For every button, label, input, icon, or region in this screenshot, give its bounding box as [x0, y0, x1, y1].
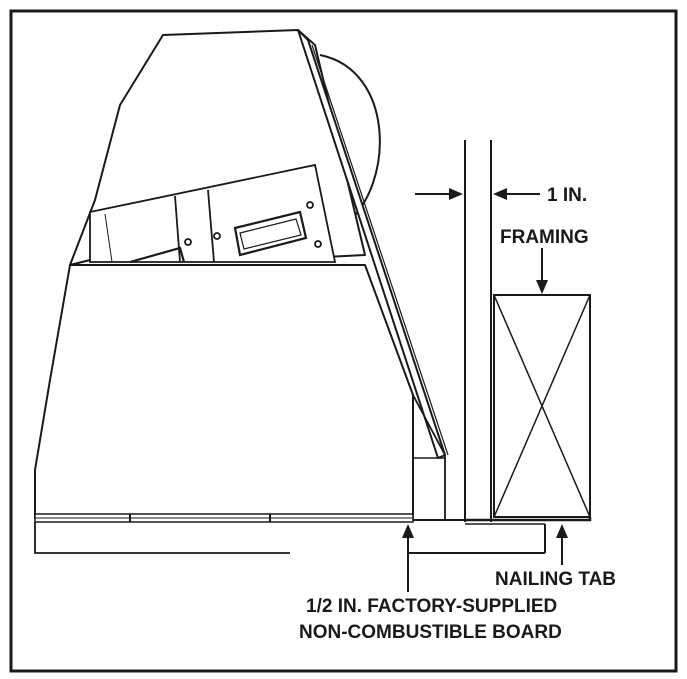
board-leader [402, 524, 546, 592]
appliance-inner-panel [89, 163, 337, 264]
framing-label: FRAMING [500, 227, 589, 248]
nailing-tab-leader [556, 524, 568, 565]
dimension-arrow-right [493, 188, 540, 200]
board-label-line1: 1/2 IN. FACTORY-SUPPLIED [306, 596, 557, 617]
appliance-base-rail [34, 513, 414, 523]
dimension-arrow-left [415, 188, 463, 200]
gap-dimension-label: 1 IN. [547, 185, 587, 206]
board-label-line2: NON-COMBUSTIBLE BOARD [299, 622, 562, 643]
nailing-tab-label: NAILING TAB [495, 569, 616, 590]
framing-member [493, 294, 591, 518]
figure-border [9, 9, 678, 673]
framing-leader-arrow [536, 248, 548, 294]
non-combustible-board [34, 522, 290, 554]
appliance-lower-body [34, 264, 414, 519]
